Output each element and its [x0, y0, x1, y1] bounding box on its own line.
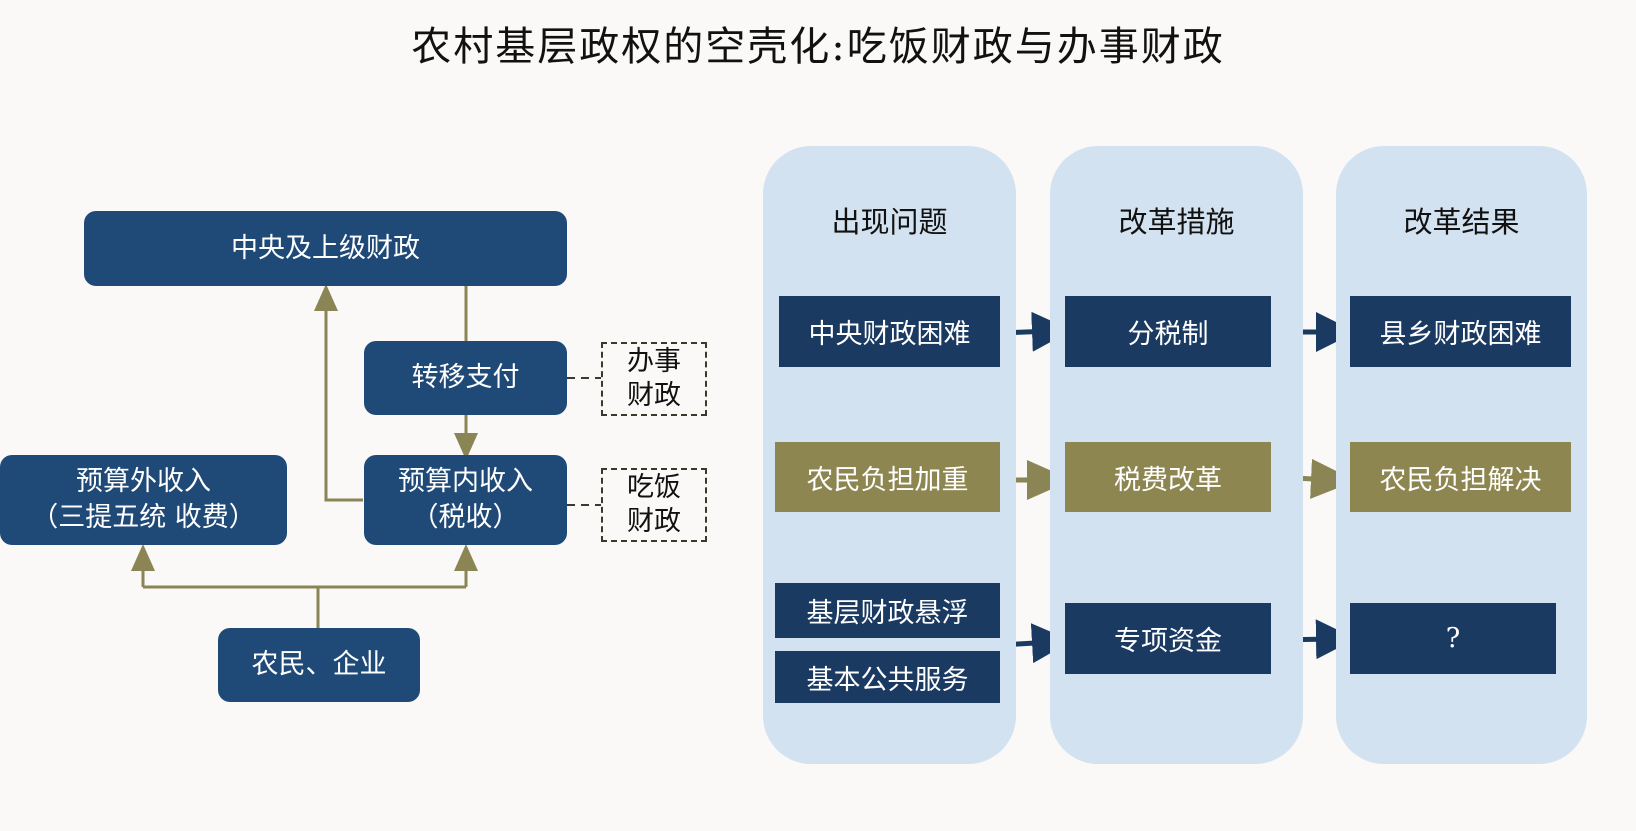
r3-result-label: ?	[1445, 623, 1461, 654]
r2-problem-label: 农民负担加重	[806, 464, 969, 496]
in-budget-line2: （税收）	[411, 502, 520, 533]
chifan-finance-note: 吃饭 财政	[601, 468, 707, 542]
central-finance-box: 中央及上级财政	[84, 211, 567, 286]
arrow-inbudget-central	[314, 284, 363, 502]
off-budget-box: 预算外收入 （三提五统 收费）	[0, 455, 287, 545]
r3-measure-box: 专项资金	[1065, 603, 1271, 674]
central-finance-label: 中央及上级财政	[231, 232, 420, 264]
r3-result-box: ?	[1350, 603, 1556, 674]
chifan-line2: 财政	[627, 506, 681, 537]
r1-measure-box: 分税制	[1065, 296, 1271, 367]
farmers-enterprises-label: 农民、企业	[251, 649, 387, 680]
farmers-enterprises-box: 农民、企业	[218, 628, 420, 702]
in-budget-box: 预算内收入 （税收）	[364, 455, 567, 545]
r3-problem-b-label: 基本公共服务	[806, 664, 969, 696]
r1-problem-label: 中央财政困难	[808, 319, 971, 350]
r1-measure-label: 分税制	[1127, 319, 1209, 350]
r3-problem-box-a: 基层财政悬浮	[775, 583, 1000, 638]
r2-measure-label: 税费改革	[1114, 464, 1222, 496]
r2-problem-box: 农民负担加重	[775, 442, 1000, 512]
banshi-finance-note: 办事 财政	[601, 342, 707, 416]
r1-result-label: 县乡财政困难	[1379, 319, 1542, 350]
r3-problem-a-label: 基层财政悬浮	[806, 598, 969, 629]
off-budget-line2: （三提五统 收费）	[31, 502, 256, 533]
banshi-line1: 办事	[627, 346, 681, 377]
r2-measure-box: 税费改革	[1065, 442, 1271, 512]
chifan-line1: 吃饭	[627, 472, 681, 503]
r2-result-label: 农民负担解决	[1379, 464, 1542, 496]
off-budget-line1: 预算外收入	[76, 466, 211, 497]
r1-problem-box: 中央财政困难	[779, 296, 1000, 367]
column-header-problems: 出现问题	[831, 205, 948, 239]
column-header-measures: 改革措施	[1118, 205, 1235, 239]
banshi-line2: 财政	[627, 380, 681, 411]
transfer-payment-box: 转移支付	[364, 341, 567, 415]
page-title: 农村基层政权的空壳化:吃饭财政与办事财政	[411, 24, 1225, 70]
r1-result-box: 县乡财政困难	[1350, 296, 1571, 367]
r3-problem-box-b: 基本公共服务	[775, 651, 1000, 703]
r2-result-box: 农民负担解决	[1350, 442, 1571, 512]
transfer-payment-label: 转移支付	[411, 362, 520, 393]
column-header-results: 改革结果	[1403, 205, 1520, 239]
r3-measure-label: 专项资金	[1114, 626, 1222, 657]
in-budget-line1: 预算内收入	[398, 466, 533, 497]
